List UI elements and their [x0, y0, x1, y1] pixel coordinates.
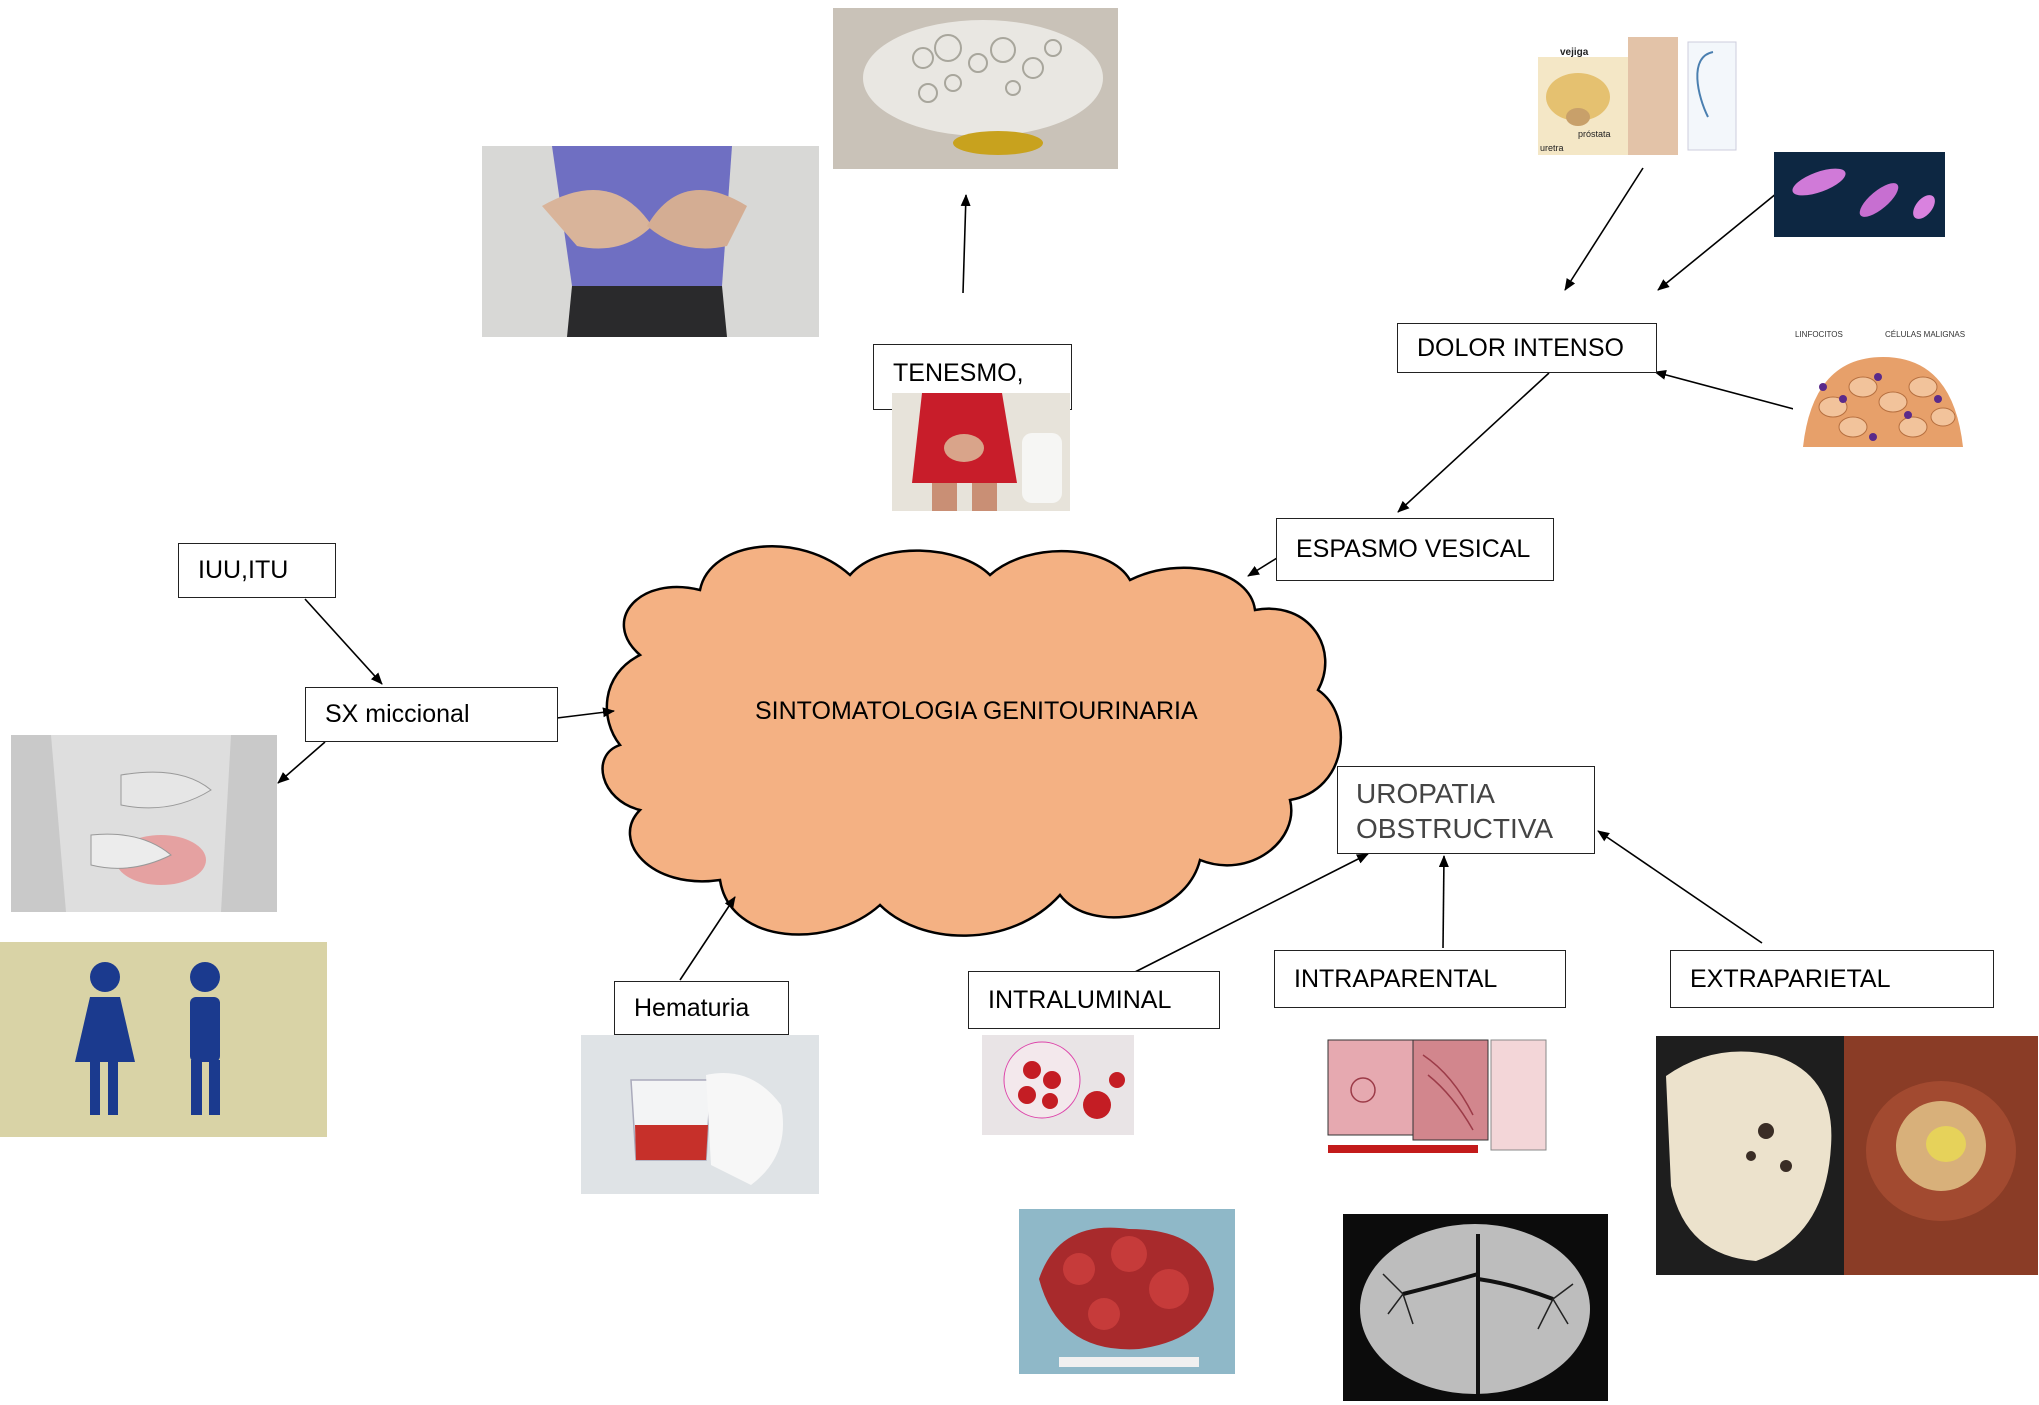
urgency-pictogram: [0, 942, 327, 1137]
arrow-sx-to-abdomen: [277, 741, 326, 784]
urine-sample-photo: [581, 1035, 819, 1194]
bacteria-image: [1774, 152, 1945, 237]
arrow-cells-to-dolor: [1654, 370, 1806, 413]
angiography-image: [1343, 1214, 1608, 1401]
arrow-sx-to-cloud: [556, 707, 615, 719]
foam-image: [833, 8, 1118, 169]
node-dolor-intenso: DOLOR INTENSO: [1397, 323, 1657, 373]
node-hematuria: Hematuria: [614, 981, 789, 1035]
central-cloud: [601, 545, 1343, 937]
caption-vejiga: vejiga: [1560, 47, 1589, 58]
urinary-anatomy-illustration: vejiga próstata uretra: [1538, 37, 1738, 155]
arrow-extraparietal-to-uropatia: [1597, 830, 1763, 944]
arrow-bacteria-to-dolor: [1657, 192, 1778, 291]
node-espasmo-vesical: ESPASMO VESICAL: [1276, 518, 1554, 581]
caption-linfocitos: LINFOCITOS: [1795, 330, 1843, 339]
node-extraparietal: EXTRAPARIETAL: [1670, 950, 1994, 1008]
node-intraluminal: INTRALUMINAL: [968, 971, 1220, 1029]
abdomen-pain-photo: [482, 146, 819, 337]
arrow-tenesmo-to-foam: [960, 194, 971, 294]
arrow-dolor-to-espasmo: [1397, 372, 1550, 513]
uropatia-line-1: UROPATIA: [1356, 778, 1495, 809]
node-uropatia-obstructiva: UROPATIA OBSTRUCTIVA: [1337, 766, 1595, 854]
arrow-espasmo-to-cloud: [1247, 557, 1278, 577]
arrow-intraluminal-to-uropatia: [1134, 853, 1369, 973]
arrow-hematuria-to-cloud: [679, 896, 736, 981]
central-label: SINTOMATOLOGIA GENITOURINARIA: [755, 697, 1198, 725]
tumor-specimen-photo: [1019, 1209, 1235, 1374]
node-intraparental: INTRAPARENTAL: [1274, 950, 1566, 1008]
arrow-anatomy-to-dolor: [1564, 167, 1644, 291]
arrow-intraparental-to-uropatia: [1438, 855, 1449, 949]
cells-illustration: LINFOCITOS CÉLULAS MALIGNAS: [1793, 327, 1971, 453]
histology-image: [1323, 1035, 1550, 1161]
uropatia-line-2: OBSTRUCTIVA: [1356, 813, 1554, 844]
abdominal-pain-photo: [11, 735, 277, 912]
node-sx-miccional: SX miccional: [305, 687, 558, 742]
caption-prostata: próstata: [1578, 129, 1611, 139]
caption-celulas-malignas: CÉLULAS MALIGNAS: [1885, 330, 1965, 339]
blood-cells-image: [982, 1035, 1134, 1135]
arrow-iuu-to-sx: [304, 598, 383, 685]
kidney-tumor-specimens: [1656, 1036, 2038, 1275]
node-iuu-itu: IUU,ITU: [178, 543, 336, 598]
woman-holding-crotch-photo: [892, 393, 1070, 511]
caption-uretra: uretra: [1540, 143, 1564, 153]
